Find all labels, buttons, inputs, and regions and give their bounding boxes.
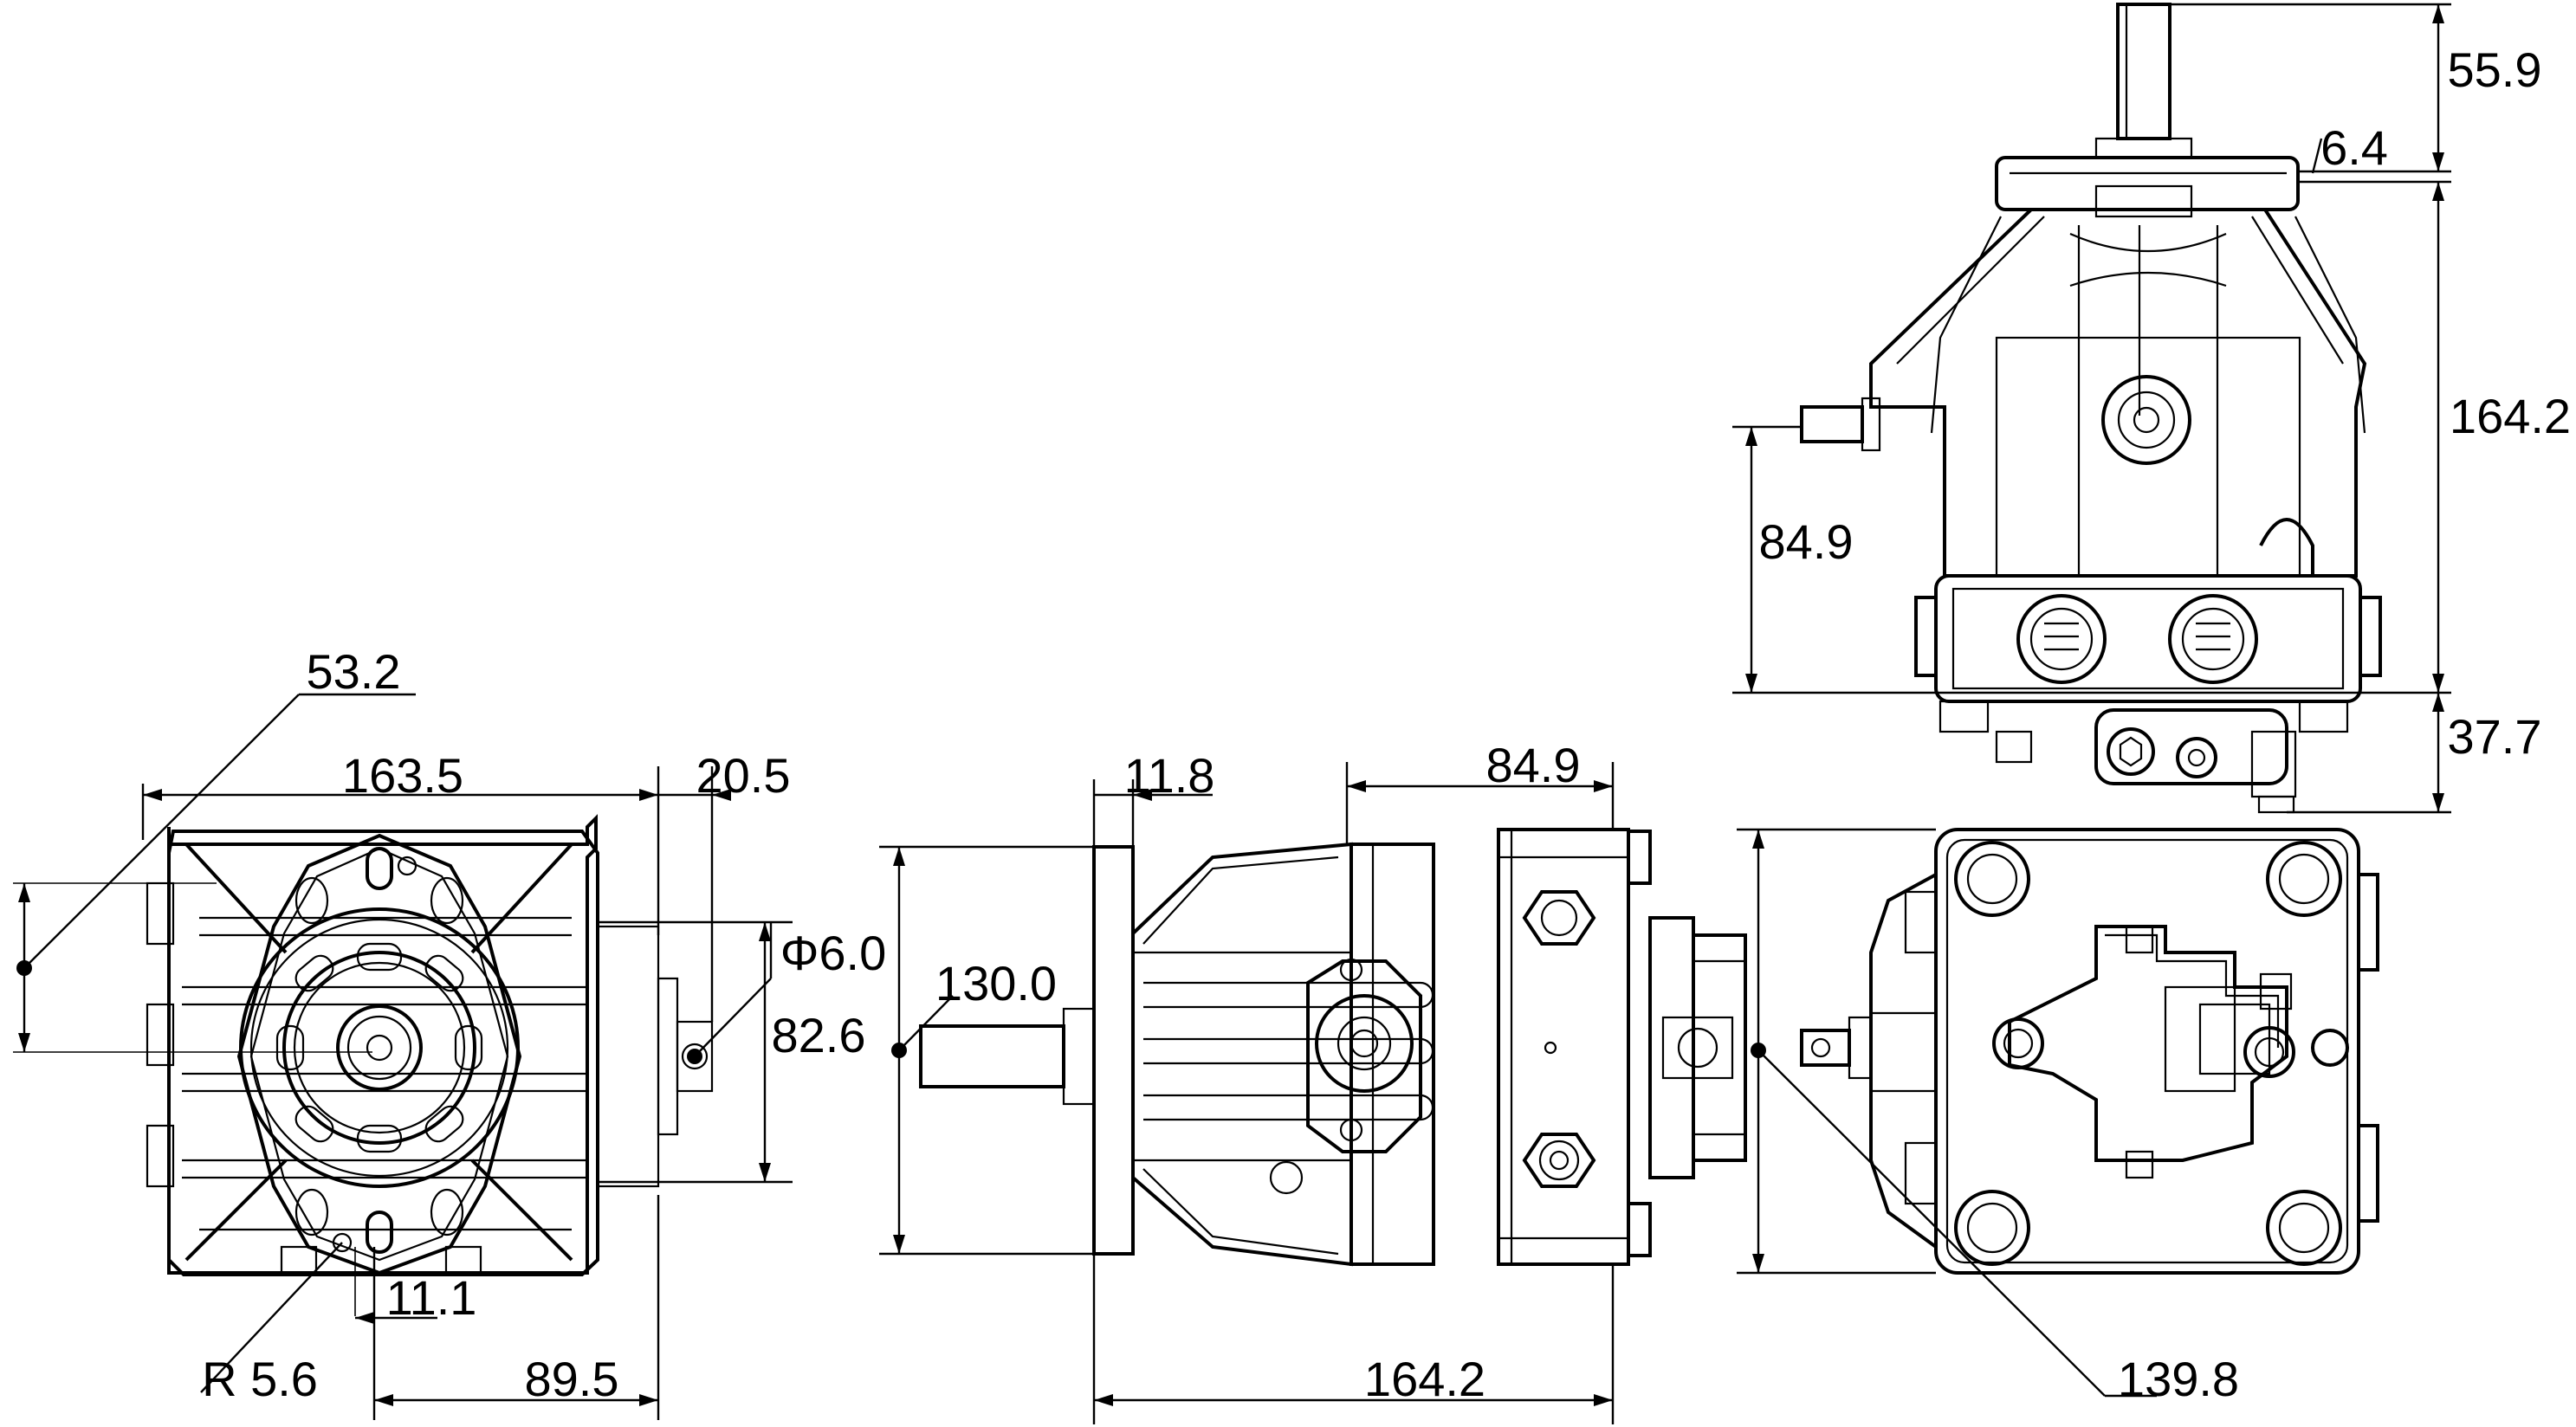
dim-phi-6-0: Φ6.0 xyxy=(780,926,887,980)
dim-55-9: 55.9 xyxy=(2448,42,2542,97)
dim-164-2-side: 164.2 xyxy=(1364,1352,1485,1406)
dim-53-2: 53.2 xyxy=(307,644,401,699)
dim-82-6: 82.6 xyxy=(772,1008,866,1062)
dim-89-5: 89.5 xyxy=(525,1352,619,1406)
dim-84-9-top: 84.9 xyxy=(1759,514,1854,569)
dim-6-4: 6.4 xyxy=(2320,120,2388,175)
dim-163-5: 163.5 xyxy=(342,748,463,803)
dim-139-8: 139.8 xyxy=(2118,1352,2239,1406)
front-view xyxy=(146,814,714,1316)
dim-37-7: 37.7 xyxy=(2448,709,2542,764)
dim-20-5: 20.5 xyxy=(696,748,791,803)
dim-130-0: 130.0 xyxy=(935,956,1057,1011)
side-view xyxy=(919,828,1747,1267)
dim-11-1: 11.1 xyxy=(386,1270,477,1325)
top-view-dimensions: 55.9 6.4 164.2 84.9 37.7 xyxy=(1732,3,2571,814)
dim-164-2-top: 164.2 xyxy=(2450,389,2571,443)
front-view-dimensions: 163.5 20.5 53.2 Φ6.0 82.6 11.1 xyxy=(13,644,886,1420)
dim-84-9-side: 84.9 xyxy=(1486,738,1581,792)
dim-r-5-6: R 5.6 xyxy=(202,1352,318,1406)
top-view xyxy=(1800,3,2382,814)
side-view-dimensions: 11.8 84.9 130.0 164.2 xyxy=(879,738,1615,1424)
rear-view-dimensions: 139.8 xyxy=(1737,828,2239,1406)
dim-11-8: 11.8 xyxy=(1124,748,1215,803)
rear-view xyxy=(1800,828,2379,1275)
